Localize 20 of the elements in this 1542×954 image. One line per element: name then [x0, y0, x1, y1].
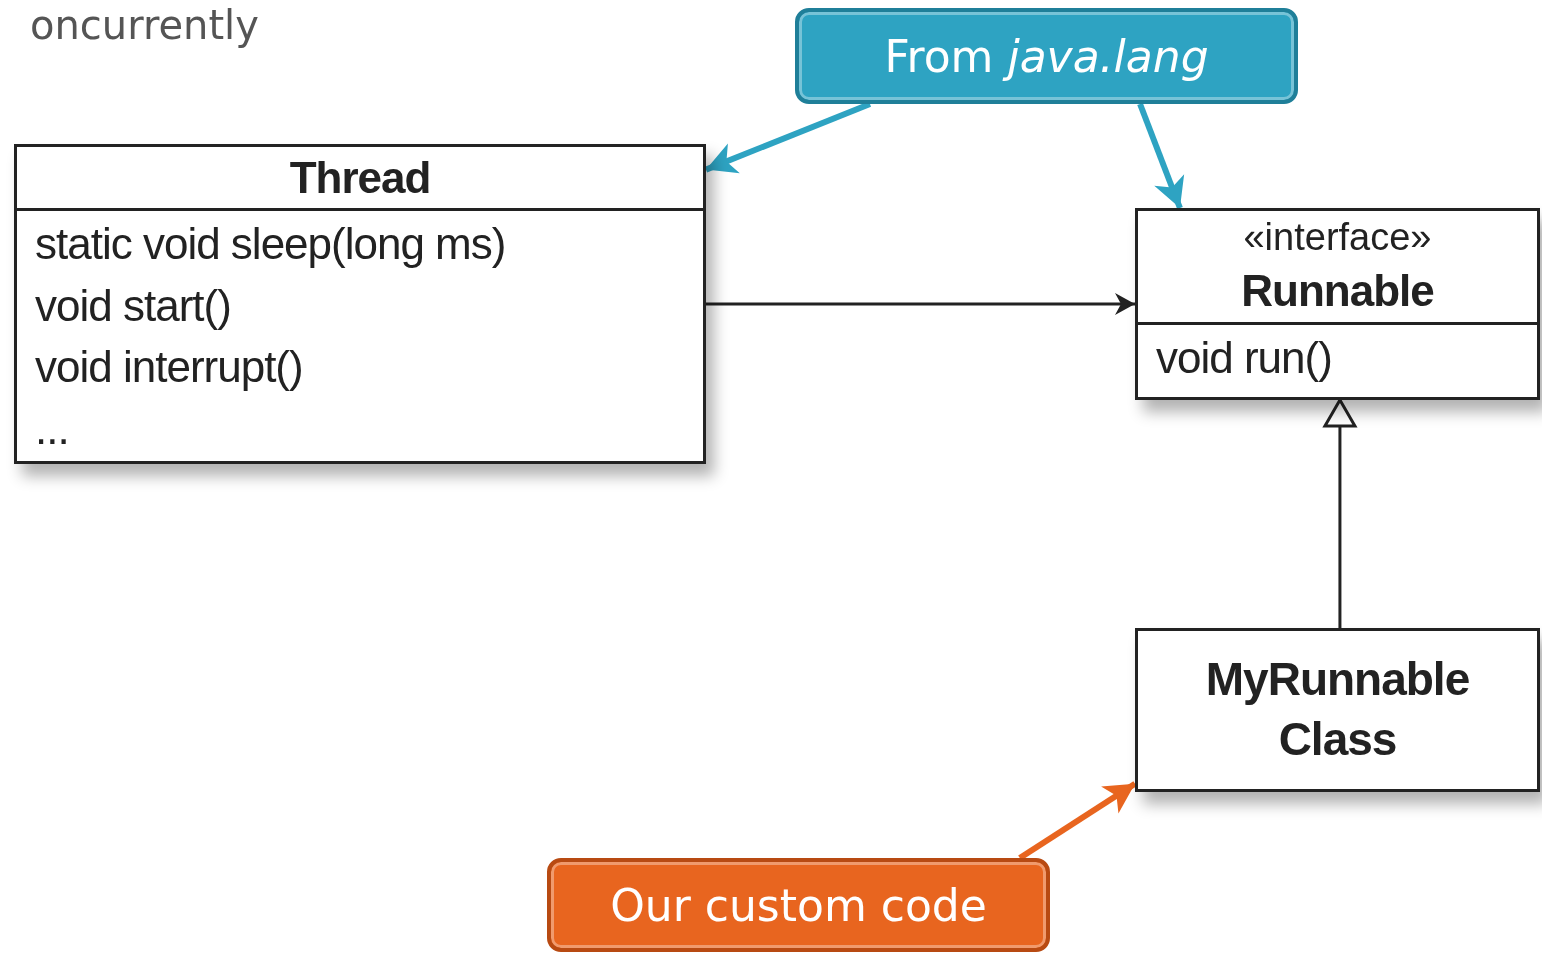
interface-name: Runnable	[1241, 265, 1434, 318]
callout-box: Our custom code	[547, 858, 1050, 952]
class-method: ...	[35, 402, 69, 455]
stereotype: «interface»	[1243, 215, 1432, 260]
class-name: MyRunnable Class	[1204, 652, 1471, 767]
heading-fragment: oncurrently	[30, 2, 259, 48]
class-box	[14, 144, 706, 464]
class-name: Thread	[289, 152, 431, 204]
arrow	[704, 101, 872, 174]
arrow	[1018, 781, 1137, 861]
interface-method: void run()	[1156, 331, 1332, 384]
arrow	[706, 293, 1135, 315]
inheritance-arrow	[1323, 398, 1357, 628]
interface-box	[1135, 208, 1540, 400]
callout-box: From java.lang	[795, 8, 1298, 104]
class-method: static void sleep(long ms)	[35, 218, 506, 271]
arrow	[1137, 102, 1185, 210]
class-method: void interrupt()	[35, 341, 303, 394]
class-method: void start()	[35, 279, 231, 332]
class-box	[1135, 628, 1540, 792]
